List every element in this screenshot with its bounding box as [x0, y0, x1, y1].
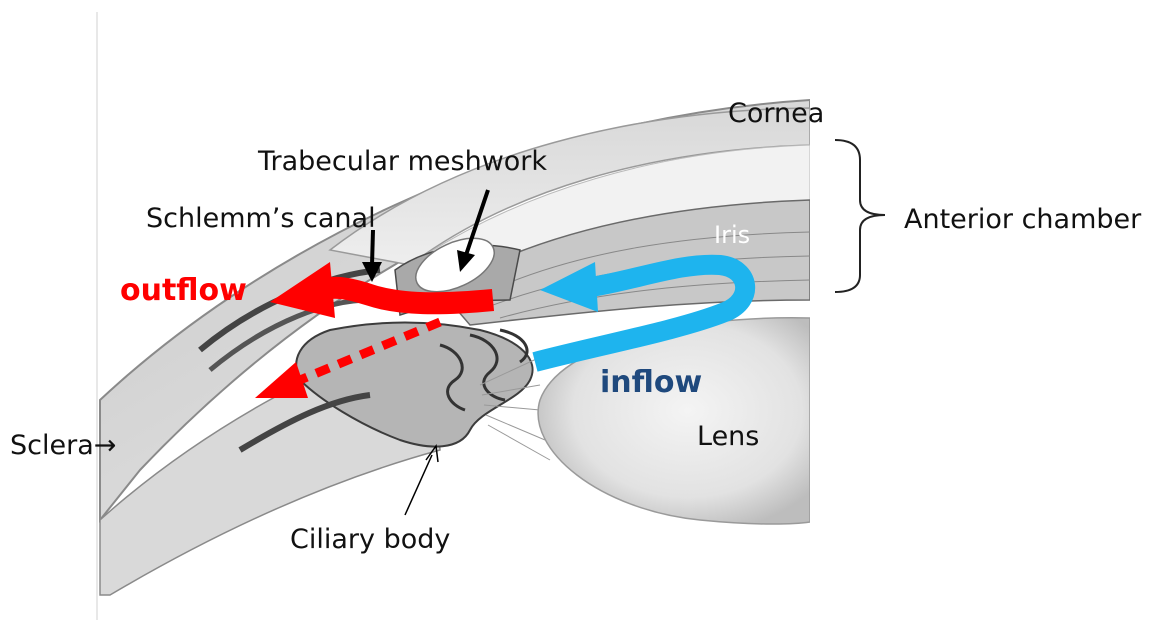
cornea-label: Cornea [728, 98, 824, 129]
ciliary-body-label: Ciliary body [290, 524, 450, 555]
crop-mask [810, 0, 1172, 620]
outflow-label: outflow [120, 273, 247, 308]
iris-label: Iris [714, 221, 750, 249]
sclera-label: Sclera→ [10, 430, 116, 461]
eye-illustration [100, 0, 1172, 620]
lens-label: Lens [697, 421, 759, 452]
trabecular-meshwork-label: Trabecular meshwork [257, 146, 547, 177]
inflow-label: inflow [600, 365, 702, 400]
schlemms-canal-label: Schlemm’s canal [146, 203, 376, 234]
anterior-chamber-label: Anterior chamber [904, 204, 1142, 235]
